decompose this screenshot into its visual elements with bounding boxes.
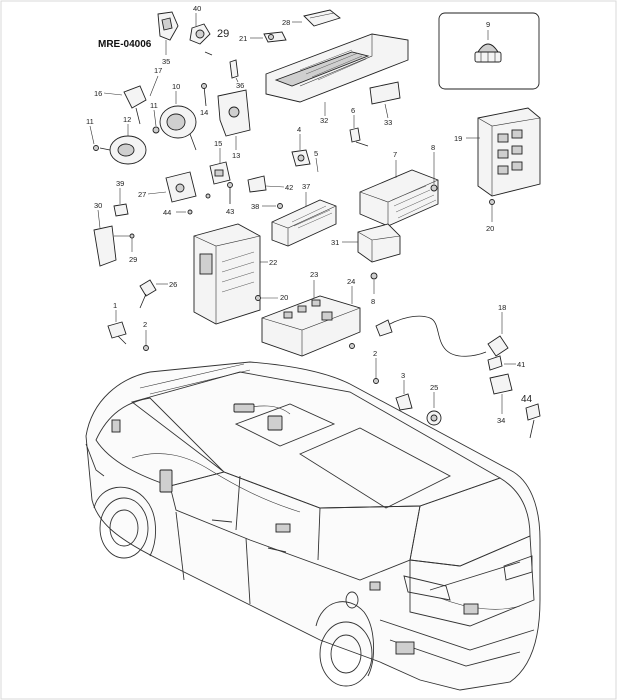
callout-numbers: 40 29 28 21 35 17 16 10 36 14 12 11 11 1…: [86, 4, 533, 425]
callout-18: 18: [498, 303, 506, 312]
callout-20: 20: [486, 224, 494, 233]
callout-11: 11: [150, 101, 158, 110]
callout-10: 10: [172, 82, 180, 91]
part-12-horn: [93, 124, 147, 165]
callout-7: 7: [393, 150, 397, 159]
part-19-junction-box: [466, 107, 541, 222]
callout-29: 29: [129, 255, 137, 264]
part-11-bolt: [89, 109, 160, 145]
callout-29: 29: [217, 28, 229, 40]
callout-20: 20: [280, 293, 288, 302]
callout-21: 21: [239, 34, 247, 43]
callout-14: 14: [200, 108, 208, 117]
part-18-harness: [375, 312, 509, 357]
part-1-sensor: [107, 310, 149, 351]
callout-5: 5: [314, 149, 318, 158]
callout-8: 8: [431, 143, 435, 152]
callout-42: 42: [285, 183, 293, 192]
part-21-clip: [250, 31, 287, 43]
part-30-bracket: [93, 209, 135, 267]
callout-26: 26: [169, 280, 177, 289]
part-31-module: [342, 223, 401, 294]
part-16-bracket: [103, 75, 159, 125]
callout-44: 44: [521, 394, 533, 405]
callout-6: 6: [351, 106, 355, 115]
callout-15: 15: [214, 139, 222, 148]
callout-4: 4: [297, 125, 301, 134]
diagram-code: MRE-04006: [98, 39, 152, 50]
part-40-connector: [189, 13, 213, 56]
callout-44: 44: [163, 208, 171, 217]
callout-23: 23: [310, 270, 318, 279]
callout-39: 39: [116, 179, 124, 188]
callout-11: 11: [86, 117, 94, 126]
part-28-bracket: [292, 9, 341, 27]
part-44-connector: [525, 403, 541, 439]
part-25-sensor: [426, 392, 442, 426]
callout-16: 16: [94, 89, 102, 98]
part-27-sensor: [147, 171, 211, 215]
part-41-connector: [487, 355, 516, 371]
callout-28: 28: [282, 18, 290, 27]
callout-43: 43: [226, 207, 234, 216]
callout-32: 32: [320, 116, 328, 125]
callout-3: 3: [401, 371, 405, 380]
callout-36: 36: [236, 81, 244, 90]
callout-38: 38: [251, 202, 259, 211]
callout-40: 40: [193, 4, 201, 13]
part-32-duct-module: [265, 33, 409, 116]
inset-part-9: 9: [438, 12, 540, 90]
part-22-body-control-module: [193, 223, 278, 325]
callout-35: 35: [162, 57, 170, 66]
part-7-control-unit: [359, 152, 439, 227]
callout-33: 33: [384, 118, 392, 127]
part-35-sensor-bracket: [157, 11, 179, 55]
part-4-sensor: [291, 134, 319, 173]
part-37-module: [262, 192, 337, 247]
part-43-bolt: [227, 182, 233, 204]
cap-nut-icon: [474, 43, 502, 63]
part-15-switch: [209, 148, 231, 185]
callout-41: 41: [517, 360, 525, 369]
callout-37: 37: [302, 182, 310, 191]
part-34-bracket: [489, 373, 513, 414]
part-33-label: [369, 81, 401, 119]
callout-12: 12: [123, 115, 131, 124]
callout-17: 17: [154, 66, 162, 75]
callout-27: 27: [138, 190, 146, 199]
callout-30: 30: [94, 201, 102, 210]
vehicle-outline: [85, 361, 541, 691]
part-2-bolt: [373, 358, 379, 384]
part-13-mount: [217, 89, 251, 150]
part-6-stud: [349, 115, 369, 147]
callout-34: 34: [497, 416, 505, 425]
callout-2: 2: [373, 349, 377, 358]
part-42-connector: [247, 175, 285, 193]
callout-31: 31: [331, 238, 339, 247]
part-39-clip: [113, 188, 129, 217]
callout-19: 19: [454, 134, 462, 143]
callout-24: 24: [347, 277, 355, 286]
callout-25: 25: [430, 383, 438, 392]
callout-1: 1: [113, 301, 117, 310]
part-14-bolt: [201, 83, 207, 107]
inset-label: 9: [486, 20, 490, 29]
part-26-sensor: [139, 279, 168, 309]
part-10-horn: [159, 91, 197, 151]
part-36-bracket: [229, 59, 239, 83]
part-23-junction-block: [261, 280, 361, 357]
callout-13: 13: [232, 151, 240, 160]
part-3-sensor: [395, 380, 413, 411]
callout-2: 2: [143, 320, 147, 329]
callout-8: 8: [371, 297, 375, 306]
callout-22: 22: [269, 258, 277, 267]
